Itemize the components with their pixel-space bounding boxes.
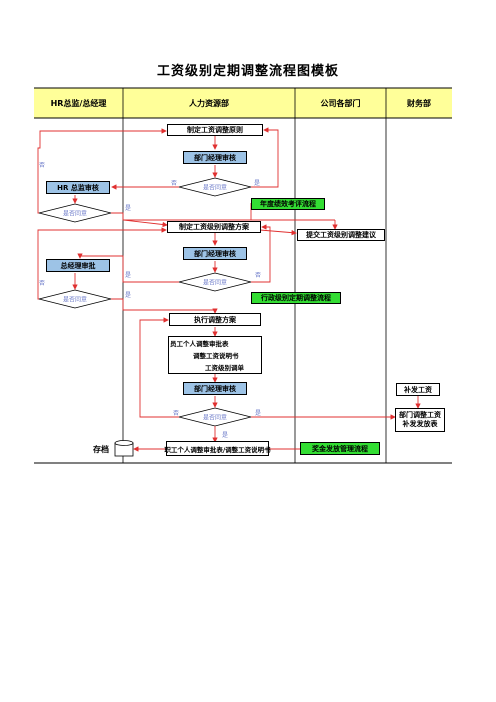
agree-label-hr: 是否同意 (62, 210, 88, 218)
annual-review-process-box: 年度绩效考评流程 (251, 198, 325, 210)
decision-diamond-hr (38, 203, 112, 223)
lane-header-band (34, 88, 452, 118)
lane-header-finance: 财务部 (407, 98, 431, 108)
yes-label-3: 是 (255, 410, 262, 417)
yes-label-1: 是 (254, 180, 261, 187)
yes-label-gm: 是 (125, 292, 132, 299)
page-title: 工资级别定期调整流程图模板 (156, 64, 339, 79)
no-label-2: 否 (255, 272, 262, 279)
dept-review-box-1: 部门经理审核 (183, 151, 247, 164)
agree-label-3: 是否同意 (202, 414, 228, 422)
document-stack: 员工个人调整审批表 调整工资说明书 工资级别调单 (168, 336, 262, 374)
flow-arrows (37, 127, 421, 452)
final-document-box: 职工个人调整审批表/调整工资说明书 (164, 441, 271, 456)
agree-label-gm: 是否同意 (62, 296, 88, 304)
dept-review-box-3: 部门经理审核 (183, 382, 247, 395)
doc-line-salary-notes: 调整工资说明书 (193, 352, 239, 360)
no-label-hr-loop: 否 (39, 162, 46, 169)
yes-label-3-down: 是 (222, 432, 229, 439)
archive-label: 存档 (93, 445, 109, 454)
doc-line-approval-form: 员工个人调整审批表 (170, 340, 229, 348)
make-plan-box: 制定工资级别调整方案 (167, 221, 261, 233)
lane-header-hr-director: HR总监/总经理 (50, 98, 107, 108)
decision-diamond-2 (178, 272, 252, 292)
agree-label-2: 是否同意 (202, 279, 228, 287)
yes-label-2: 是 (125, 272, 132, 279)
dept-review-box-2: 部门经理审核 (183, 247, 247, 260)
yes-label-hr: 是 (125, 205, 132, 212)
decision-diamond-1 (178, 177, 252, 197)
no-label-1: 否 (171, 180, 178, 187)
decision-diamond-gm (38, 289, 112, 309)
lane-header-hr-dept: 人力资源部 (189, 98, 229, 108)
make-principle-box: 制定工资调整原则 (167, 124, 263, 136)
doc-line-level-sheet: 工资级别调单 (205, 364, 244, 372)
lane-header-departments: 公司各部门 (320, 98, 361, 108)
submit-suggestion-box: 提交工资级别调整建议 (297, 229, 385, 241)
bonus-process-box: 奖金发放管理流程 (300, 442, 380, 455)
no-label-gm-loop: 否 (39, 280, 46, 287)
agree-label-1: 是否同意 (202, 184, 228, 192)
dept-adjust-pay-box: 部门调整工资补发发放表 (395, 408, 445, 432)
supplement-pay-box: 补发工资 (396, 383, 440, 396)
hr-director-review-box: HR 总监审核 (46, 181, 110, 194)
no-label-3: 否 (173, 410, 180, 417)
archive-cylinder (114, 440, 134, 457)
gm-approval-box: 总经理审批 (46, 259, 110, 272)
admin-level-process-box: 行政级别定期调整流程 (251, 292, 341, 304)
execute-plan-box: 执行调整方案 (169, 313, 261, 326)
